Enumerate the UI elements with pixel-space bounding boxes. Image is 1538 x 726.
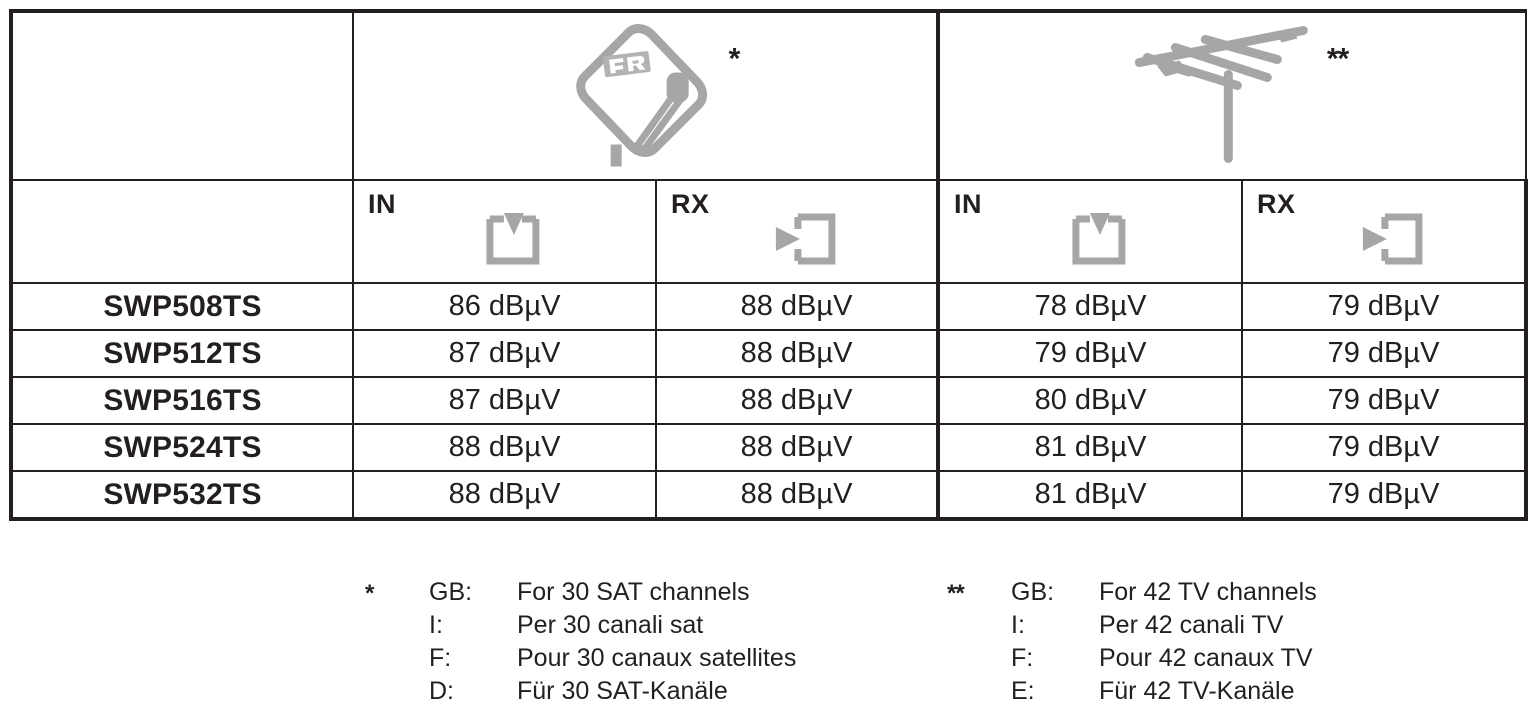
footnote-text: Pour 30 canaux satellites [517,644,797,672]
model-column-header-blank [9,179,354,284]
model-cell: SWP532TS [9,470,354,521]
tv-in-cell: 81 dBµV [936,423,1243,472]
footnote-line: GB: For 42 TV channels [1011,578,1317,611]
sat-in-label: IN [368,189,396,219]
footnote-line: D: Für 30 SAT-Kanäle [429,677,796,710]
tv-in-cell: 79 dBµV [936,329,1243,378]
model-cell: SWP508TS [9,282,354,331]
tv-rx-cell: 79 dBµV [1241,470,1528,521]
footnote-terrestrial: ** GB: For 42 TV channels I: Per 42 cana… [947,578,1317,710]
sat-rx-label: RX [671,189,710,219]
model-name: SWP508TS [103,289,262,323]
sat-in-cell: 87 dBµV [352,329,657,378]
footnote-text: Per 42 canali TV [1099,611,1284,639]
sat-rx-cell: 88 dBµV [655,282,939,331]
terrestrial-group-header: ** [936,9,1527,181]
tv-in-cell: 81 dBµV [936,470,1243,521]
footnote-line: E: Für 42 TV-Kanäle [1011,677,1317,710]
sat-in-cell: 86 dBµV [352,282,657,331]
footnote-marker: * [365,580,374,607]
footnote-text: For 42 TV channels [1099,578,1317,606]
signal-level-table: * [9,9,1528,521]
footnote-text: Für 42 TV-Kanäle [1099,677,1295,705]
sat-rx-cell: 88 dBµV [655,470,939,521]
footnote-text: Pour 42 canaux TV [1099,644,1313,672]
port-header-row: IN RX [9,179,1528,284]
satellite-in-header: IN [352,179,657,284]
sat-rx-cell: 88 dBµV [655,376,939,425]
terrestrial-footnote-marker: ** [1326,42,1349,76]
tv-in-cell: 80 dBµV [936,376,1243,425]
corner-blank-cell [9,9,354,181]
tv-in-cell: 78 dBµV [936,282,1243,331]
sat-rx-cell: 88 dBµV [655,423,939,472]
model-name: SWP524TS [103,430,262,464]
fr-logo [602,51,651,78]
model-name: SWP532TS [103,477,262,511]
footnote-line: I: Per 42 canali TV [1011,611,1317,644]
sat-rx-cell: 88 dBµV [655,329,939,378]
footnote-marker: ** [947,580,965,607]
sat-in-cell: 88 dBµV [352,470,657,521]
language-code: E: [1011,677,1035,705]
table-row: SWP512TS 87 dBµV 88 dBµV 79 dBµV 79 dBµV [9,329,1528,378]
output-port-icon [771,205,837,276]
tv-in-label: IN [954,189,982,219]
model-name: SWP512TS [103,336,262,370]
table-row: SWP516TS 87 dBµV 88 dBµV 80 dBµV 79 dBµV [9,376,1528,425]
language-code: F: [429,644,452,672]
tv-rx-cell: 79 dBµV [1241,376,1528,425]
satellite-group-header: * [352,9,939,181]
output-port-icon [1358,205,1424,276]
footnote-satellite: * GB: For 30 SAT channels I: Per 30 cana… [365,578,796,710]
satellite-dish-icon [551,19,719,174]
satellite-rx-header: RX [655,179,939,284]
model-cell: SWP524TS [9,423,354,472]
table-row: SWP508TS 86 dBµV 88 dBµV 78 dBµV 79 dBµV [9,282,1528,331]
language-code: I: [1011,611,1025,639]
model-cell: SWP512TS [9,329,354,378]
footnote-line: F: Pour 42 canaux TV [1011,644,1317,677]
footnotes-area: * GB: For 30 SAT channels I: Per 30 cana… [0,578,1538,726]
terrestrial-in-header: IN [936,179,1243,284]
tv-rx-cell: 79 dBµV [1241,282,1528,331]
footnote-text: Für 30 SAT-Kanäle [517,677,728,705]
input-port-icon [479,205,545,276]
table-row: SWP532TS 88 dBµV 88 dBµV 81 dBµV 79 dBµV [9,470,1528,521]
language-code: GB: [429,578,473,606]
language-code: GB: [1011,578,1055,606]
language-code: I: [429,611,443,639]
footnote-line: F: Pour 30 canaux satellites [429,644,796,677]
tv-rx-label: RX [1257,189,1296,219]
input-port-icon [1065,205,1131,276]
model-name: SWP516TS [103,383,262,417]
footnote-line: I: Per 30 canali sat [429,611,796,644]
tv-rx-cell: 79 dBµV [1241,423,1528,472]
footnote-text: Per 30 canali sat [517,611,704,639]
model-cell: SWP516TS [9,376,354,425]
sat-in-cell: 88 dBµV [352,423,657,472]
terrestrial-rx-header: RX [1241,179,1528,284]
language-code: F: [1011,644,1034,672]
table-row: SWP524TS 88 dBµV 88 dBµV 81 dBµV 79 dBµV [9,423,1528,472]
language-code: D: [429,677,454,705]
footnote-line: GB: For 30 SAT channels [429,578,796,611]
sat-in-cell: 87 dBµV [352,376,657,425]
tv-rx-cell: 79 dBµV [1241,329,1528,378]
footnote-text: For 30 SAT channels [517,578,750,606]
satellite-footnote-marker: * [728,42,741,76]
tv-antenna-icon [1117,19,1317,174]
pictogram-header-row: * [9,9,1527,181]
